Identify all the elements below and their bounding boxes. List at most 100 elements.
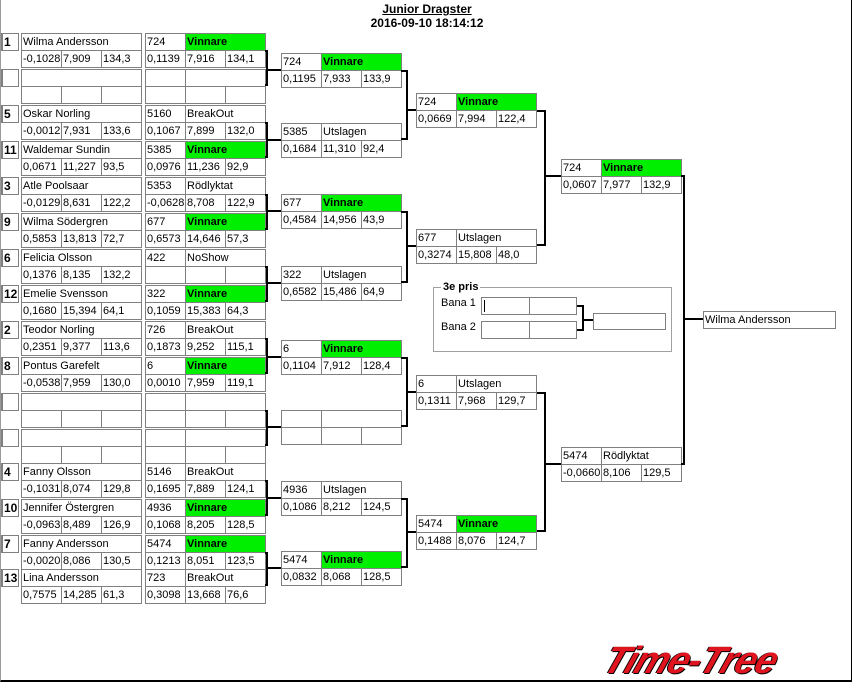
race-result: Vinnare <box>601 159 682 177</box>
car-number: 6 <box>281 340 322 358</box>
car-number: 677 <box>416 229 457 247</box>
lane2-label: Bana 2 <box>441 321 476 333</box>
speed: 57,3 <box>225 230 266 248</box>
elapsed-time: 8,708 <box>185 194 226 212</box>
text-cursor <box>484 300 485 312</box>
driver-name <box>21 393 142 411</box>
elapsed-time: 8,106 <box>601 464 642 482</box>
elapsed-time: 7,977 <box>601 176 642 194</box>
bracket-connector <box>406 391 416 393</box>
reaction-time: 0,1684 <box>281 140 322 158</box>
reaction-time: 0,6582 <box>281 283 322 301</box>
car-number: 322 <box>145 285 186 303</box>
reaction-time <box>145 266 186 284</box>
race-result: Rödlyktat <box>601 447 682 465</box>
car-number: 5353 <box>145 177 186 195</box>
race-result: Vinnare <box>456 515 537 533</box>
bracket-connector <box>266 266 268 302</box>
speed <box>225 266 266 284</box>
lane1-result-field[interactable] <box>529 297 577 315</box>
speed: 43,9 <box>361 211 402 229</box>
car-number: 5474 <box>416 515 457 533</box>
bracket-connector <box>401 211 408 213</box>
qualifying-speed: 129,8 <box>101 480 142 498</box>
bracket-connector <box>406 498 408 568</box>
speed: 123,5 <box>225 552 266 570</box>
car-number <box>281 410 322 428</box>
bracket-connector <box>537 244 546 246</box>
elapsed-time: 15,808 <box>456 246 497 264</box>
elapsed-time <box>321 427 362 445</box>
reaction-time: 0,1195 <box>281 70 322 88</box>
qualifying-reaction: -0,0012 <box>21 122 62 140</box>
driver-name <box>21 69 142 87</box>
reaction-time: 0,1213 <box>145 552 186 570</box>
race-result: Vinnare <box>321 551 402 569</box>
elapsed-time <box>185 446 226 464</box>
speed: 119,1 <box>225 374 266 392</box>
race-result <box>321 410 402 428</box>
elapsed-time: 11,236 <box>185 158 226 176</box>
car-number: 6 <box>145 357 186 375</box>
driver-name: Jennifer Östergren <box>21 499 142 517</box>
race-result: Utslagen <box>456 375 537 393</box>
car-number: 5474 <box>145 535 186 553</box>
car-number: 723 <box>145 569 186 587</box>
elapsed-time: 13,668 <box>185 586 226 604</box>
lane2-result-field[interactable] <box>529 321 577 339</box>
qualifying-reaction <box>21 86 62 104</box>
race-result: Rödlyktat <box>185 177 266 195</box>
elapsed-time: 8,051 <box>185 552 226 570</box>
car-number: 5474 <box>561 447 602 465</box>
speed: 133,9 <box>361 70 402 88</box>
connector <box>582 305 584 331</box>
elapsed-time: 7,912 <box>321 357 362 375</box>
speed: 129,5 <box>641 464 682 482</box>
driver-name: Teodor Norling <box>21 321 142 339</box>
driver-name: Pontus Garefelt <box>21 357 142 375</box>
qualifying-speed: 130,5 <box>101 552 142 570</box>
champion-name: Wilma Andersson <box>703 311 836 329</box>
event-title: Junior Dragster <box>382 2 472 16</box>
bracket-connector <box>266 356 281 358</box>
seed-number: 9 <box>1 213 19 231</box>
bracket-connector <box>401 138 408 140</box>
bracket-connector <box>266 210 281 212</box>
bracket-connector <box>406 245 416 247</box>
race-result <box>185 69 266 87</box>
reaction-time: 0,1873 <box>145 338 186 356</box>
car-number: 724 <box>281 53 322 71</box>
car-number: 4936 <box>281 481 322 499</box>
car-number <box>145 393 186 411</box>
seed-number: 10 <box>1 499 19 517</box>
bracket-connector <box>544 110 546 246</box>
qualifying-speed: 64,1 <box>101 302 142 320</box>
elapsed-time: 14,646 <box>185 230 226 248</box>
bracket-connector <box>537 392 546 394</box>
qualifying-speed: 122,2 <box>101 194 142 212</box>
seed-number: 11 <box>1 141 19 159</box>
elapsed-time: 7,916 <box>185 50 226 68</box>
bracket-connector <box>266 567 281 569</box>
reaction-time: 0,0010 <box>145 374 186 392</box>
speed: 122,9 <box>225 194 266 212</box>
elapsed-time: 7,889 <box>185 480 226 498</box>
bracket-connector <box>683 318 703 320</box>
car-number: 677 <box>145 213 186 231</box>
lane2-id-field[interactable] <box>481 321 530 339</box>
race-result: Vinnare <box>185 535 266 553</box>
qualifying-time: 11,227 <box>61 158 102 176</box>
qualifying-reaction: -0,0963 <box>21 516 62 534</box>
lane1-id-field[interactable] <box>481 297 530 315</box>
elapsed-time: 8,205 <box>185 516 226 534</box>
race-result: Vinnare <box>456 93 537 111</box>
driver-name: Oskar Norling <box>21 105 142 123</box>
reaction-time: 0,0832 <box>281 568 322 586</box>
lane1-label: Bana 1 <box>441 297 476 309</box>
driver-name: Atle Poolsaar <box>21 177 142 195</box>
qualifying-reaction: -0,1028 <box>21 50 62 68</box>
driver-name: Emelie Svensson <box>21 285 142 303</box>
elapsed-time: 15,486 <box>321 283 362 301</box>
speed: 122,4 <box>496 110 537 128</box>
